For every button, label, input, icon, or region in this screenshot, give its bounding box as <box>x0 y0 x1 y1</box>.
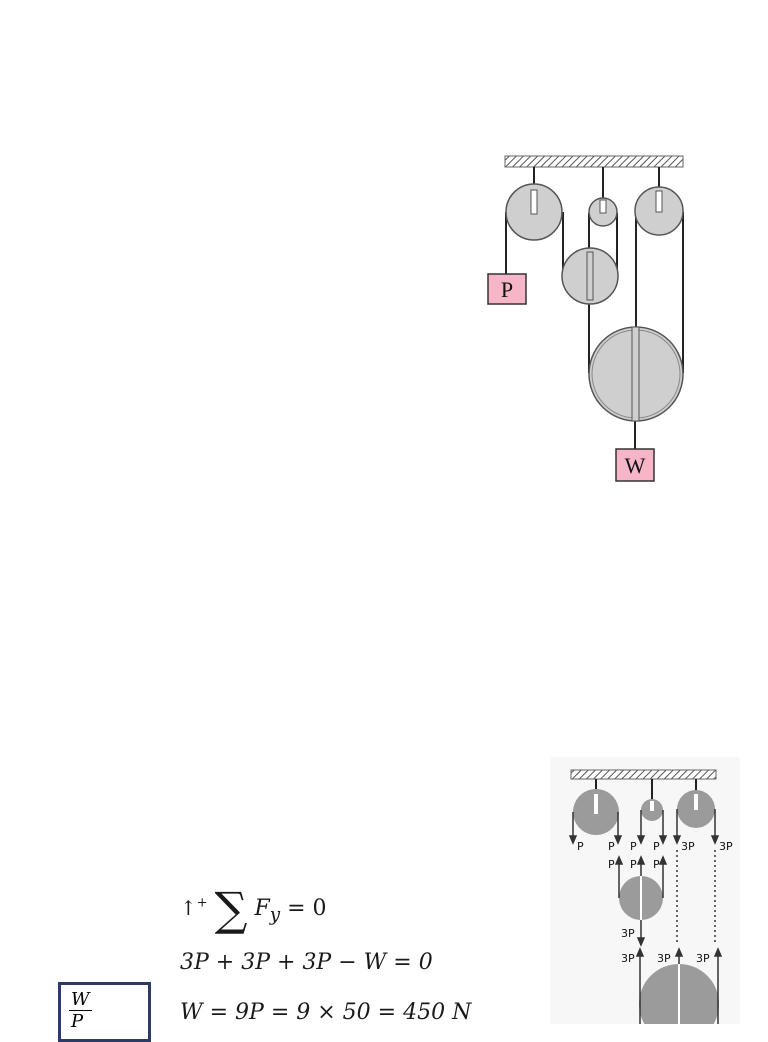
force-balance-text: 3P + 3P + 3P − W = 0 <box>180 950 433 975</box>
svg-text:3P: 3P <box>696 952 710 965</box>
fbd-pulley-top-middle <box>641 799 663 821</box>
fbd-pulley-bottom <box>639 964 719 1024</box>
pulley-middle <box>561 247 619 305</box>
svg-text:P: P <box>630 858 637 871</box>
sum-rhs: = 0 <box>280 896 327 921</box>
ratio-denominator: P <box>71 1011 84 1032</box>
svg-text:P: P <box>608 840 615 853</box>
svg-text:3P: 3P <box>621 952 635 965</box>
svg-text:P: P <box>653 858 660 871</box>
pulley-top-right <box>634 186 684 236</box>
sum-forces-equation: ↑+ ∑ Fy = 0 <box>180 882 327 936</box>
ratio-numerator: W <box>69 989 92 1011</box>
svg-text:3P: 3P <box>719 840 733 853</box>
weight-result-equation: W = 9P = 9 × 50 = 450 N <box>180 1000 471 1025</box>
pulley-bottom-large <box>588 326 684 422</box>
ratio-answer-box: W P <box>58 982 151 1042</box>
force-subscript: y <box>269 904 281 926</box>
fbd-force-labels: P P P P 3P 3P P P P 3P 3P 3P 3P <box>577 840 733 965</box>
fbd-pulley-middle <box>619 876 663 920</box>
svg-text:P: P <box>630 840 637 853</box>
svg-text:P: P <box>653 840 660 853</box>
pulley-top-left <box>505 183 563 241</box>
up-arrow-icon: ↑ <box>180 896 197 920</box>
force-symbol: F <box>254 896 270 921</box>
svg-text:3P: 3P <box>681 840 695 853</box>
ceiling <box>504 155 684 168</box>
force-balance-equation: 3P + 3P + 3P − W = 0 <box>180 950 433 975</box>
svg-text:P: P <box>608 858 615 871</box>
fbd-pulley-top-left <box>573 789 619 835</box>
pulley-system-diagram: P W <box>487 155 684 482</box>
weight-result-text: W = 9P = 9 × 50 = 450 N <box>180 1000 472 1025</box>
sigma-symbol: ∑ <box>214 882 248 936</box>
weight-w-box <box>615 448 655 482</box>
svg-text:3P: 3P <box>621 927 635 940</box>
fbd-ceiling <box>570 769 717 780</box>
svg-text:3P: 3P <box>657 952 671 965</box>
plus-sign: + <box>196 895 208 911</box>
svg-text:P: P <box>577 840 584 853</box>
weight-w-label: W <box>625 453 646 478</box>
pulley-top-middle <box>588 197 618 227</box>
fbd-force-lines <box>568 809 723 1024</box>
weight-p-label: P <box>501 277 513 302</box>
weight-p-box <box>487 273 527 305</box>
fbd-pulley-top-right <box>677 790 715 828</box>
